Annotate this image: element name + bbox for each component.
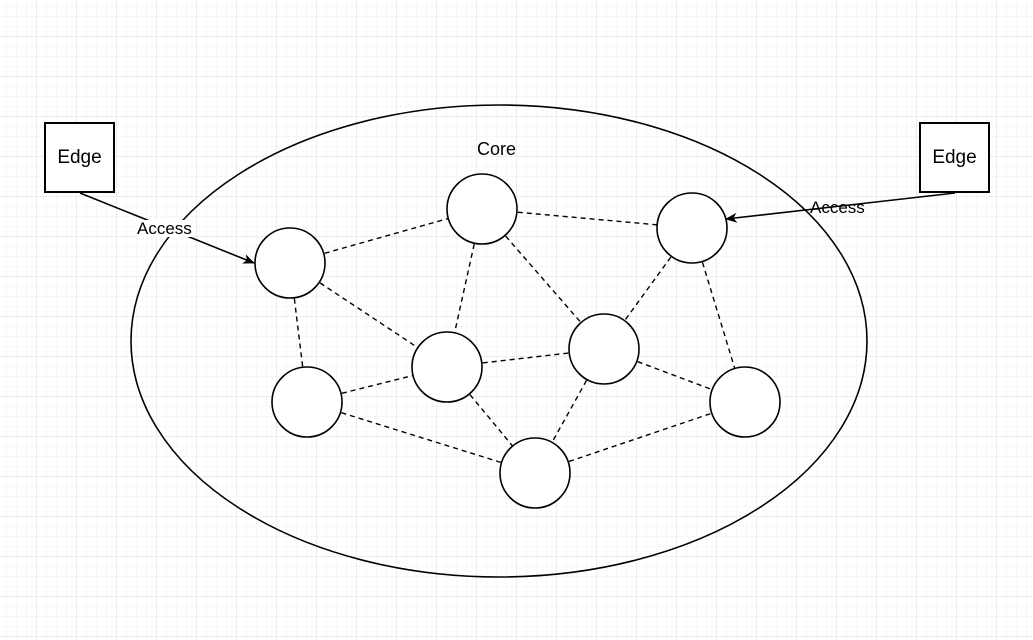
core-ellipse[interactable] xyxy=(130,104,868,578)
access-left-label: Access xyxy=(136,219,193,238)
link-n3-n6 xyxy=(603,227,693,350)
core-node[interactable] xyxy=(709,366,781,438)
core-node[interactable] xyxy=(499,437,571,509)
access-right-arrow[interactable] xyxy=(725,192,956,223)
core-node[interactable] xyxy=(254,227,326,299)
core-node[interactable] xyxy=(568,313,640,385)
link-n4-n8 xyxy=(306,401,536,474)
edge-left-label: Edge xyxy=(57,146,102,168)
edge-box-left[interactable]: Edge xyxy=(44,122,115,193)
core-nodes xyxy=(254,173,781,509)
access-right-label: Access xyxy=(810,198,865,217)
link-n6-n7 xyxy=(603,348,746,403)
edge-box-right[interactable]: Edge xyxy=(919,122,990,193)
link-n8-n7 xyxy=(534,401,746,474)
edge-right-label: Edge xyxy=(932,146,977,168)
core-node[interactable] xyxy=(446,173,518,245)
core-node[interactable] xyxy=(656,192,728,264)
core-node[interactable] xyxy=(411,331,483,403)
core-node[interactable] xyxy=(271,366,343,438)
core-label: Core xyxy=(477,139,517,159)
